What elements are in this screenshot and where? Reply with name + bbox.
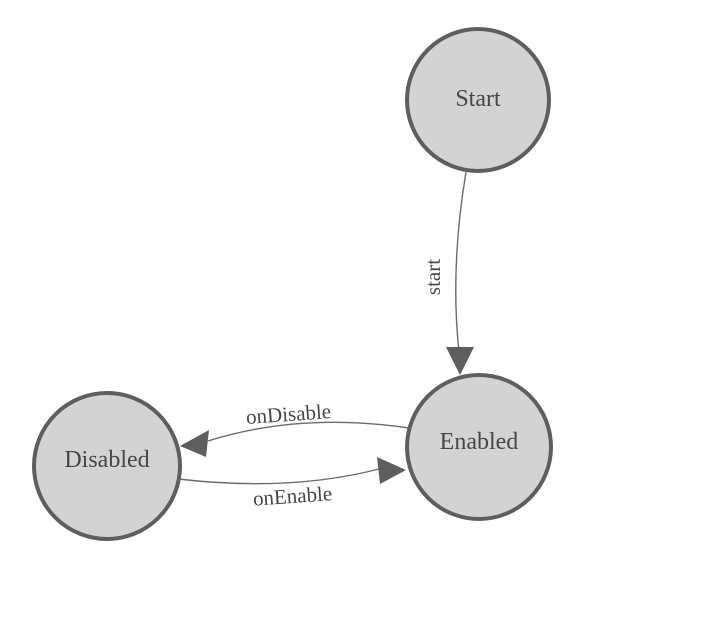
transition-onenable-line xyxy=(177,468,380,485)
transition-onenable-label: onEnable xyxy=(252,481,333,510)
state-node-start[interactable]: Start xyxy=(405,27,551,173)
arrowhead-down-icon xyxy=(446,347,474,375)
transition-enabled-to-disabled: onDisable xyxy=(180,399,410,457)
state-node-disabled-label: Disabled xyxy=(64,447,149,473)
state-node-enabled-circle[interactable] xyxy=(405,373,553,521)
arrowhead-right-icon xyxy=(377,457,406,484)
state-node-enabled[interactable]: Enabled xyxy=(405,373,553,521)
state-node-disabled-circle[interactable] xyxy=(32,391,182,541)
state-node-disabled[interactable]: Disabled xyxy=(32,391,182,541)
transition-ondisable-label: onDisable xyxy=(245,399,332,429)
state-node-enabled-label: Enabled xyxy=(440,429,519,455)
transition-start-to-enabled: start xyxy=(421,171,474,375)
transition-disabled-to-enabled: onEnable xyxy=(177,457,406,511)
transition-start-label: start xyxy=(421,259,445,295)
state-node-start-label: Start xyxy=(455,86,501,112)
transition-ondisable-line xyxy=(207,421,410,442)
state-node-start-circle[interactable] xyxy=(405,27,551,173)
arrowhead-left-icon xyxy=(180,430,209,457)
transition-start-to-enabled-line xyxy=(455,171,467,353)
